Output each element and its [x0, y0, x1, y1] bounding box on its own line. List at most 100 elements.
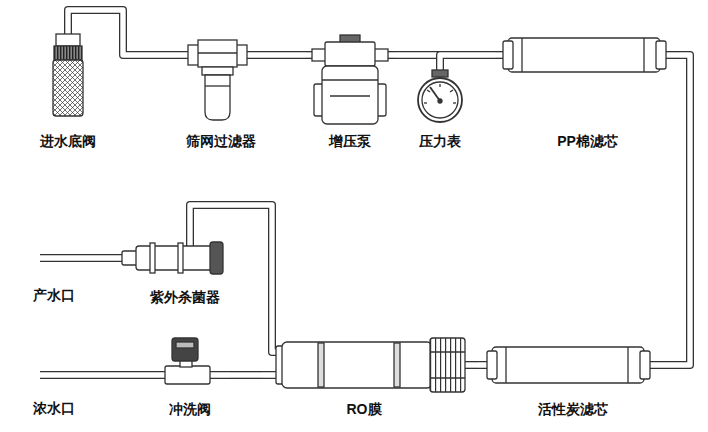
- outlet-label: 浓水口: [30, 399, 78, 417]
- booster-pump: [312, 35, 388, 124]
- booster-pump: [322, 79, 378, 80]
- foot-valve: [56, 34, 80, 46]
- pipe-connector: [230, 371, 262, 379]
- booster-pump: [330, 95, 370, 96]
- component: 增压泵: [305, 30, 395, 152]
- pressure-gauge: [427, 90, 430, 92]
- component: 筛网过滤器: [178, 35, 264, 152]
- pressure-gauge: [422, 82, 458, 118]
- component-label: 冲洗阀: [166, 400, 214, 418]
- ro-membrane: [430, 338, 465, 392]
- pp-cartridge: [503, 38, 666, 72]
- carbon-cartridge: [487, 351, 497, 379]
- uv-sterilizer: [150, 243, 155, 273]
- pipe: [40, 24, 686, 375]
- component: 压力表: [412, 66, 468, 152]
- strainer: [202, 67, 233, 75]
- component: 进水底阀: [32, 30, 104, 152]
- pressure-gauge: [424, 102, 427, 103]
- booster-pump: [312, 49, 326, 61]
- carbon-cartridge: [492, 347, 644, 383]
- pipe-connector: [68, 10, 178, 55]
- foot-valve: [54, 46, 82, 60]
- ro-membrane: [394, 343, 400, 387]
- pipe-connector: [466, 361, 478, 369]
- strainer: [198, 52, 237, 53]
- component: 活性炭滤芯: [478, 335, 668, 420]
- pipe-connector: [440, 55, 495, 66]
- ro-membrane: [430, 377, 465, 378]
- pp-cartridge: [503, 41, 513, 69]
- strainer: [188, 40, 247, 120]
- pipe-connector: [395, 55, 440, 66]
- pipe-connector: [668, 55, 690, 365]
- pressure-gauge: [453, 102, 456, 103]
- carbon-cartridge: [640, 351, 650, 379]
- uv-sterilizer: [178, 243, 183, 273]
- component: 冲洗阀: [150, 330, 230, 420]
- foot-valve: [53, 60, 83, 116]
- ro-membrane: [318, 343, 324, 387]
- pipe-connector: [190, 205, 272, 333]
- pipe-connector: [395, 55, 440, 66]
- pressure-gauge: [418, 78, 462, 122]
- pressure-gauge: [450, 90, 453, 92]
- pipe-connector: [440, 55, 495, 66]
- uv-sterilizer: [136, 246, 212, 270]
- pp-cartridge: [521, 38, 522, 72]
- foot-valve: [53, 34, 83, 116]
- component: 紫外杀菌器: [120, 228, 250, 308]
- pipe-connector: [466, 365, 478, 366]
- flush-valve: [165, 338, 210, 384]
- strainer: [205, 85, 230, 86]
- component-label: 紫外杀菌器: [147, 288, 223, 306]
- carbon-cartridge: [505, 347, 506, 383]
- booster-pump: [322, 66, 378, 124]
- pipe-connector: [230, 372, 262, 377]
- pressure-gauge: [432, 70, 448, 77]
- component-label: 进水底阀: [37, 132, 99, 150]
- pipe-connector: [466, 362, 478, 367]
- pipe-connector: [190, 205, 272, 333]
- ro-membrane: [276, 338, 465, 392]
- strainer: [198, 40, 237, 67]
- uv-sterilizer: [210, 242, 223, 274]
- pp-cartridge: [656, 41, 666, 69]
- strainer: [205, 75, 230, 120]
- pipe-connector: [68, 10, 178, 55]
- uv-sterilizer: [122, 242, 223, 274]
- component: PP棉滤芯: [495, 30, 680, 152]
- component-label: 压力表: [416, 132, 464, 150]
- pipe-connector: [395, 55, 440, 66]
- pressure-gauge: [439, 84, 440, 87]
- pipe-connector: [230, 375, 262, 376]
- pipe-connector: [264, 52, 305, 57]
- pipe-connector: [440, 55, 495, 66]
- pipe: [40, 24, 686, 375]
- pipe-connector: [264, 51, 305, 59]
- carbon-cartridge: [627, 347, 628, 383]
- pipe-connector: [668, 55, 690, 365]
- booster-pump: [325, 42, 375, 66]
- component-label: PP棉滤芯: [554, 132, 621, 150]
- ro-membrane: [430, 351, 465, 352]
- flush-valve: [172, 338, 198, 361]
- booster-pump: [374, 49, 388, 61]
- outlet-label: 产水口: [30, 286, 78, 304]
- ro-membrane: [282, 342, 432, 388]
- component-label: 筛网过滤器: [183, 132, 259, 150]
- component-label: 活性炭滤芯: [535, 400, 611, 418]
- flush-valve: [176, 342, 194, 348]
- component: RO膜: [262, 333, 466, 420]
- pp-cartridge: [643, 38, 644, 72]
- pressure-gauge: [438, 99, 442, 103]
- pipe-connector: [668, 55, 690, 365]
- flush-valve: [165, 366, 210, 384]
- pressure-gauge: [418, 70, 462, 122]
- component-label: RO膜: [344, 400, 385, 418]
- carbon-cartridge: [487, 347, 650, 383]
- pipe-connector: [264, 55, 305, 56]
- pipe-connector: [190, 205, 272, 333]
